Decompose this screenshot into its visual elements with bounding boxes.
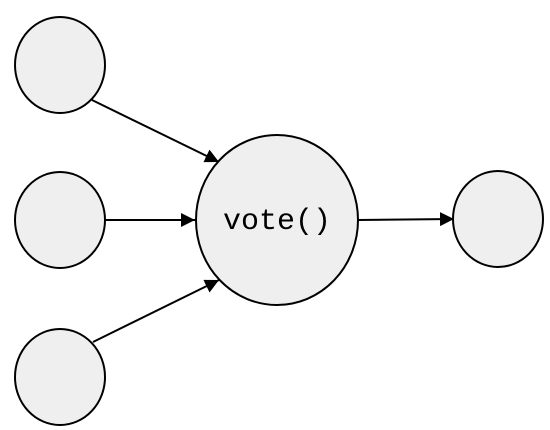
edge-vote-to-output (357, 212, 455, 227)
vote-node (195, 134, 359, 306)
input-node-top (14, 16, 106, 114)
edge-bottom-input-to-vote (92, 279, 220, 343)
input-node-bottom (14, 328, 106, 426)
edge-top-input-to-vote (91, 99, 220, 163)
vote-node-label: vote() (223, 205, 331, 239)
input-node-middle (14, 171, 106, 269)
output-node (452, 170, 544, 268)
